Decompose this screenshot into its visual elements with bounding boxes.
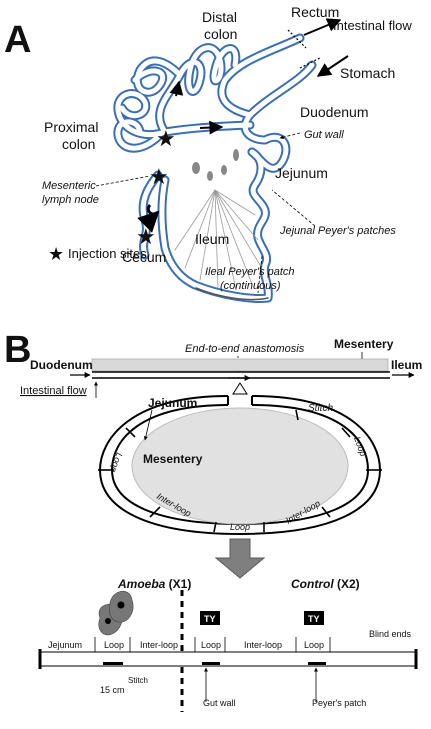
mesentery-fan [174,189,261,291]
label-gut-wall-a: Gut wall [304,129,344,141]
strip-segment-loop-3: Loop [304,640,324,650]
injection-star-cecum: ★ [136,224,156,249]
label-proximal-colon-2: colon [62,136,95,152]
strip-segment-jejunum: Jejunum [48,640,82,650]
stitch-bar-1 [103,662,123,665]
label-ileum-a: Ileum [195,231,229,247]
intestine-drawing [113,33,317,303]
amoeba-word: Amoeba [117,577,166,591]
label-jejunum-b: Jejunum [148,396,197,410]
label-jejunum-a: Jejunum [275,165,328,181]
legend-star-icon: ★ [48,244,64,264]
panel-a-letter: A [4,19,31,61]
stitch-bar-2 [202,662,220,665]
mesentery-disc [131,407,349,525]
label-mesentery-center: Mesentery [143,452,203,466]
strip-segment-inter-loop-1: Inter-loop [140,640,178,650]
strip-segment-inter-loop-2: Inter-loop [244,640,282,650]
ty-tag-1 [200,611,220,625]
mesentery-strip [91,358,389,372]
strip-segment-loop-1: Loop [104,640,124,650]
label-mesenteric-lymph-node-2: lymph node [42,194,99,206]
amoeba-blobs [98,591,134,636]
linear-intestine-strip [39,651,417,667]
label-control-group: Control (X2) [291,577,360,591]
transition-arrow [214,538,266,579]
panel-a: A [4,4,412,303]
strip-label-blind-ends: Blind ends [369,629,412,639]
label-distal-colon-2: colon [204,26,237,42]
strip-label-stitch: Stitch [128,676,148,685]
ty-tag-1-label: TY [204,614,216,624]
label-duodenum-b: Duodenum [30,358,93,372]
label-intestinal-flow-a: Intestinal flow [333,18,412,33]
label-cecum: Cecum [122,249,166,265]
ring-label-loop-left: Loop [108,451,124,473]
ty-tag-2-label: TY [308,614,320,624]
strip-label-peyers-patch: Peyer's patch [312,698,366,708]
label-jejunal-peyers-patches: Jejunal Peyer's patches [279,225,396,237]
control-word: Control [291,577,334,591]
strip-label-15cm: 15 cm [100,685,125,695]
label-amoeba-group: Amoeba (X1) [117,577,191,591]
peyers-patch-bar [308,662,326,665]
label-ileal-peyers-patch-1: Ileal Peyer's patch [205,266,295,278]
panel-b-letter: B [4,329,31,371]
legend-injection-sites: Injection sites [68,246,147,261]
label-rectum: Rectum [291,4,339,20]
panel-b: B End-to-end anastomosis Mesentery Duode… [4,329,422,712]
amoeba-suffix: (X1) [165,577,191,591]
lymph-node-blob [192,162,200,174]
strip-label-gut-wall: Gut wall [203,698,236,708]
label-ileum-b: Ileum [391,358,422,372]
label-stomach: Stomach [340,65,395,81]
ring-label-loop-bottom: Loop [230,522,250,532]
strip-segment-loop-2: Loop [201,640,221,650]
ty-tag-2 [304,611,324,625]
label-mesenteric-lymph-node-1: Mesenteric [42,180,96,192]
label-end-to-end-anastomosis: End-to-end anastomosis [185,343,305,355]
ring-label-loop-right: Loop [352,435,368,457]
control-suffix: (X2) [334,577,360,591]
label-distal-colon-1: Distal [202,9,237,25]
label-ileal-peyers-patch-2: (continuous) [220,280,281,292]
anastomosis-triangle [232,382,248,395]
label-mesentery-top: Mesentery [334,337,394,351]
label-proximal-colon-1: Proximal [44,119,98,135]
jejunal-loop-ring [98,395,382,536]
injection-star-proximal: ★ [156,126,176,151]
label-intestinal-flow-b: Intestinal flow [20,385,87,397]
label-duodenum-a: Duodenum [300,104,369,120]
label-stitch-ring: Stitch [308,403,333,414]
injection-star-mesenteric: ★ [149,164,169,189]
